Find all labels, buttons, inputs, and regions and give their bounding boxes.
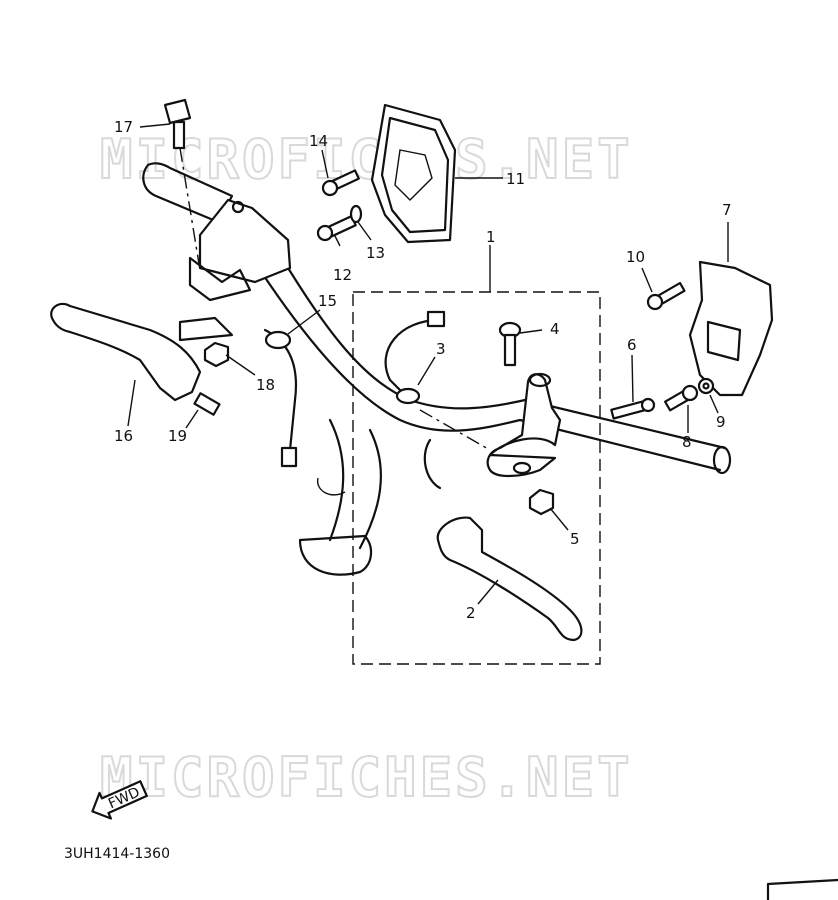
callout-15: 15 [318,292,337,310]
part-10-screw [646,281,686,311]
callout-1: 1 [486,228,496,246]
callout-10: 10 [626,248,645,266]
right-switch-group [352,245,601,665]
drawing-code: 3UH1414-1360 [64,846,170,862]
callout-7: 7 [722,201,732,219]
switch-wires [263,310,491,468]
part-12-screw [316,215,357,242]
part-14-screw [321,169,360,197]
callout-19: 19 [168,427,187,445]
callouts: 1 2 3 4 5 6 7 8 9 10 11 12 13 14 15 16 1… [114,118,732,622]
watermark-bottom: MICROFICHES.NET [100,746,633,809]
part-19-screw [193,392,221,416]
part-17-bolt [163,98,201,271]
part-8-screw [664,384,699,412]
part-16-lever [50,302,202,402]
part-2-lever [436,516,583,642]
callout-4: 4 [550,320,560,338]
leader-lines [127,123,719,605]
callout-16: 16 [114,427,133,445]
callout-9: 9 [716,413,726,431]
part-5-nut [528,488,555,516]
callout-2: 2 [466,604,476,622]
callout-11: 11 [506,170,525,188]
corner-frame [766,878,838,900]
callout-12: 12 [333,266,352,284]
left-bracket [178,198,292,342]
part-4-bolt [498,321,522,367]
callout-14: 14 [309,132,328,150]
part-9-washer [697,377,715,395]
callout-18: 18 [256,376,275,394]
callout-3: 3 [436,340,446,358]
part-13-washer [349,204,363,224]
part-7-cover [688,222,774,397]
watermark-top: MICROFICHES.NET [100,128,633,191]
callout-8: 8 [682,433,692,451]
callout-13: 13 [366,244,385,262]
callout-6: 6 [627,336,637,354]
part-18-nut [203,341,230,368]
callout-17: 17 [114,118,133,136]
part-11-housing [370,103,503,244]
part-6-screw [610,397,656,420]
callout-5: 5 [570,530,580,548]
